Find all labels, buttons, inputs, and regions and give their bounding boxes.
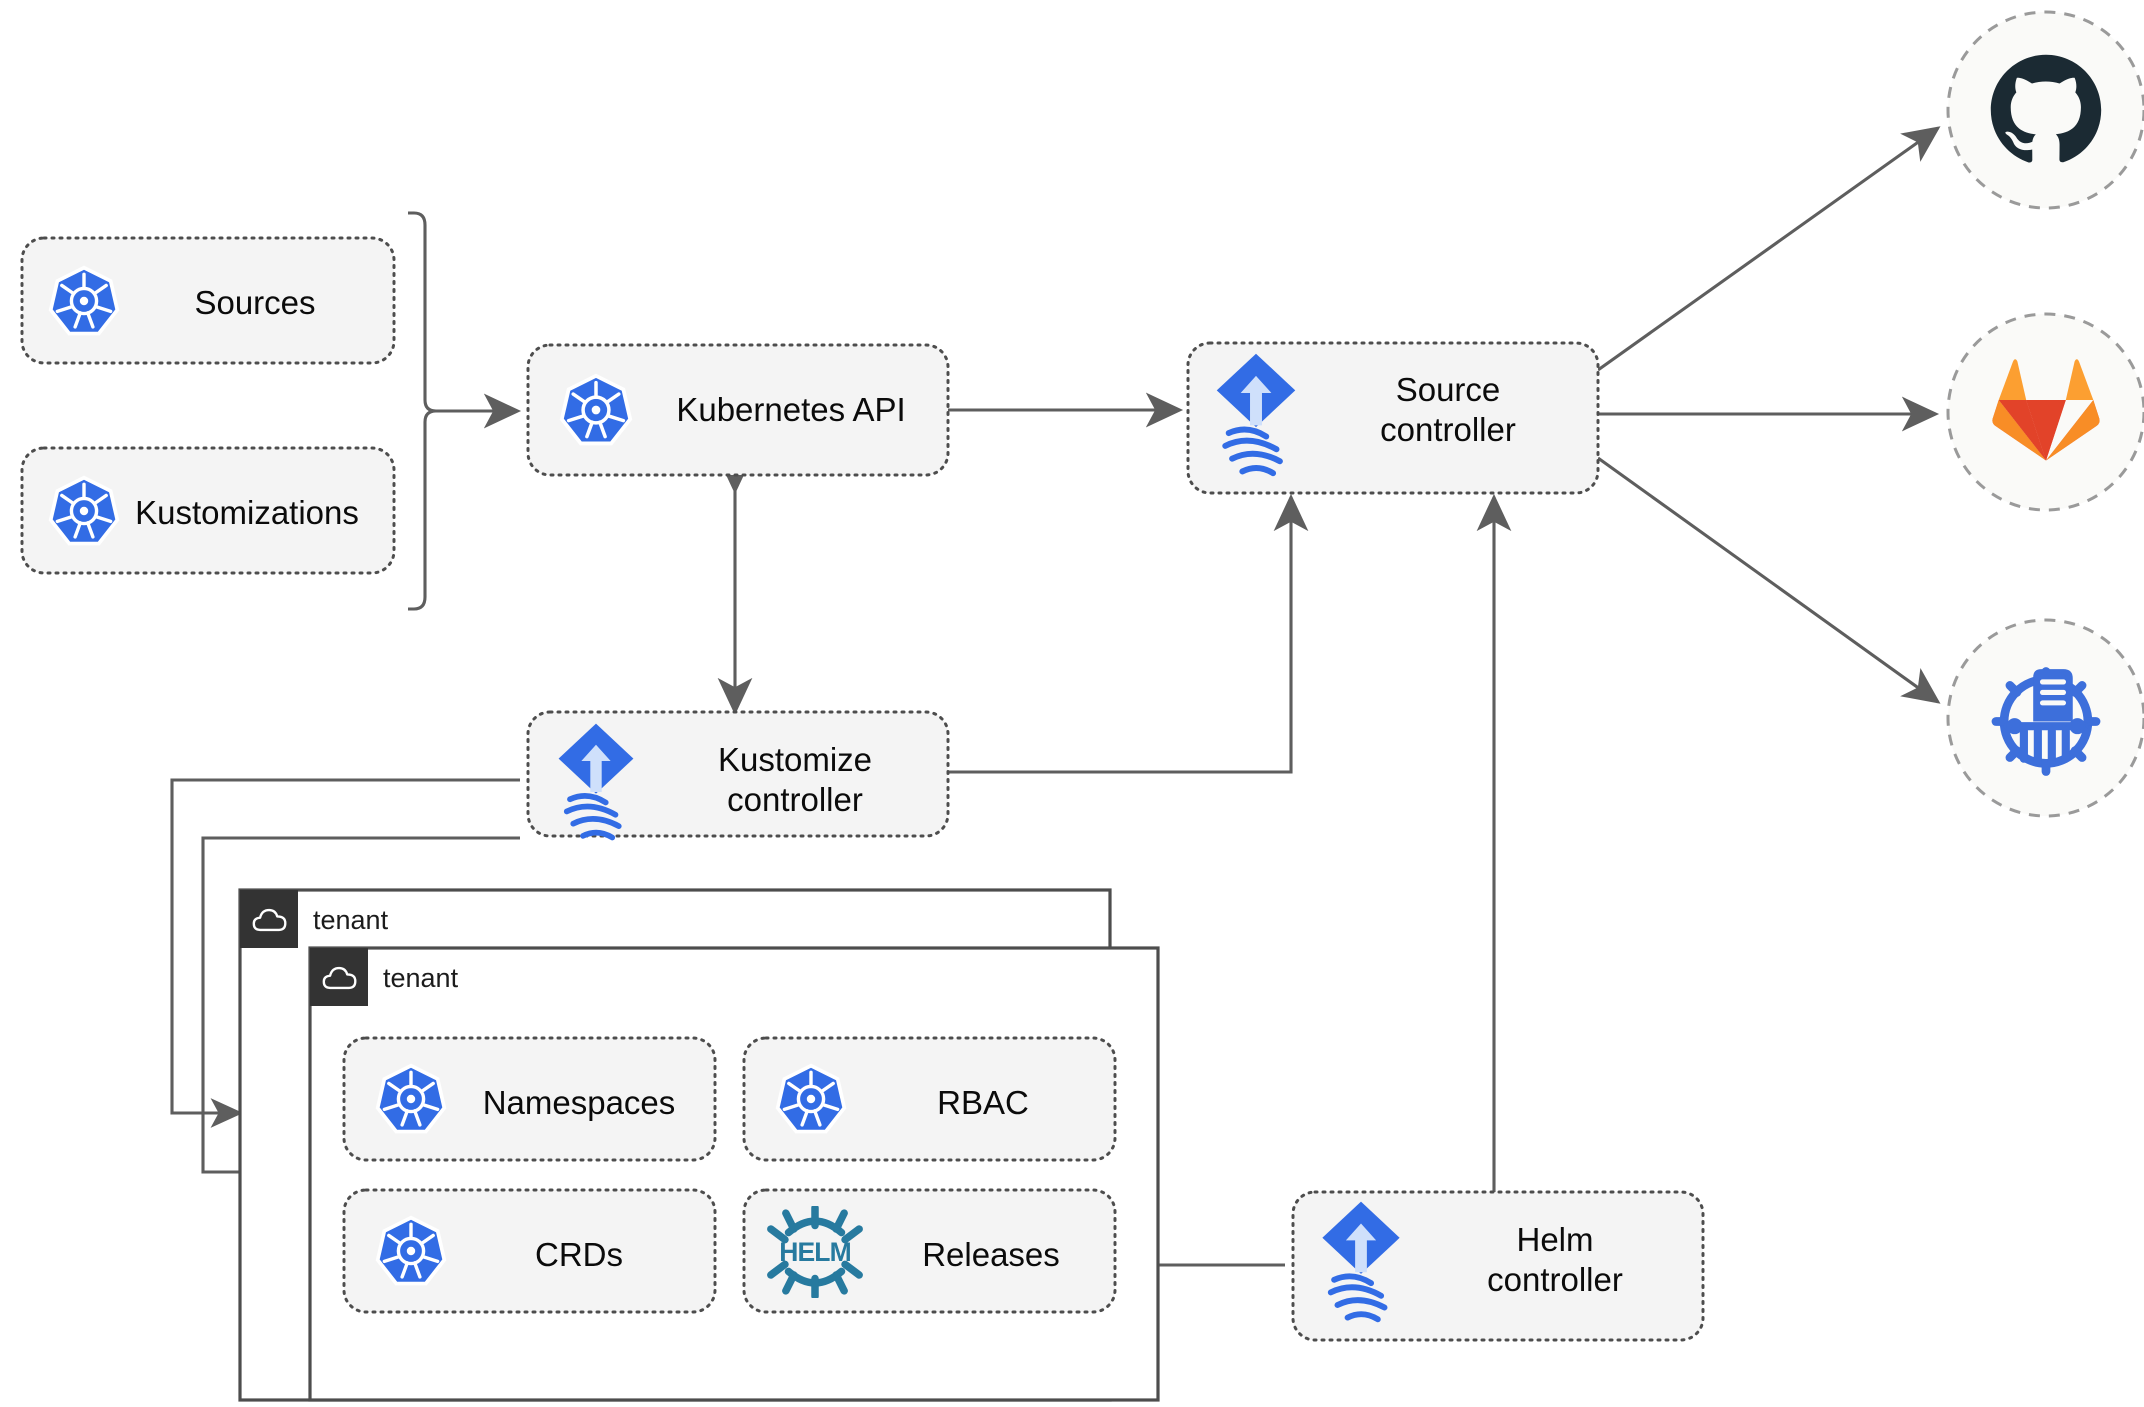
provider-circle-github: [1946, 10, 2144, 210]
node-namespaces: [342, 1036, 717, 1162]
kubernetes-icon: [374, 1062, 448, 1136]
tenant-inner-container: [308, 946, 1160, 1402]
node-sources: [20, 236, 396, 365]
tenant-label-outer: tenant: [313, 905, 389, 935]
node-source-controller: [1186, 341, 1600, 495]
node-crds: [342, 1188, 717, 1314]
gitlab-icon: [1991, 358, 2101, 464]
kubernetes-icon: [47, 264, 121, 338]
svg-text:HELM: HELM: [779, 1237, 851, 1267]
kubernetes-icon: [558, 372, 634, 448]
node-rbac: [742, 1036, 1117, 1162]
kubernetes-icon: [374, 1214, 448, 1288]
node-kustomize-controller: [526, 710, 950, 838]
edge-kustomize-to-source: [948, 493, 1309, 774]
node-kustomizations: [20, 446, 396, 575]
flux-icon: [1318, 1200, 1404, 1326]
kubernetes-icon: [47, 474, 121, 548]
github-icon: [1986, 50, 2106, 170]
helm-icon: HELM: [762, 1204, 868, 1300]
kubernetes-icon: [774, 1062, 848, 1136]
edge-source-to-github: [1597, 126, 1941, 372]
registry-icon: [1982, 654, 2110, 782]
cloud-icon: [322, 964, 358, 992]
flux-icon: [553, 722, 639, 844]
flux-icon: [1213, 352, 1299, 480]
edge-kustomize-to-tenant-outer: [170, 778, 520, 1128]
node-helm-controller: [1291, 1190, 1705, 1342]
cloud-icon: [252, 906, 288, 934]
tenant-label-inner: tenant: [383, 963, 459, 993]
edge-source-to-registry: [1597, 456, 1941, 704]
